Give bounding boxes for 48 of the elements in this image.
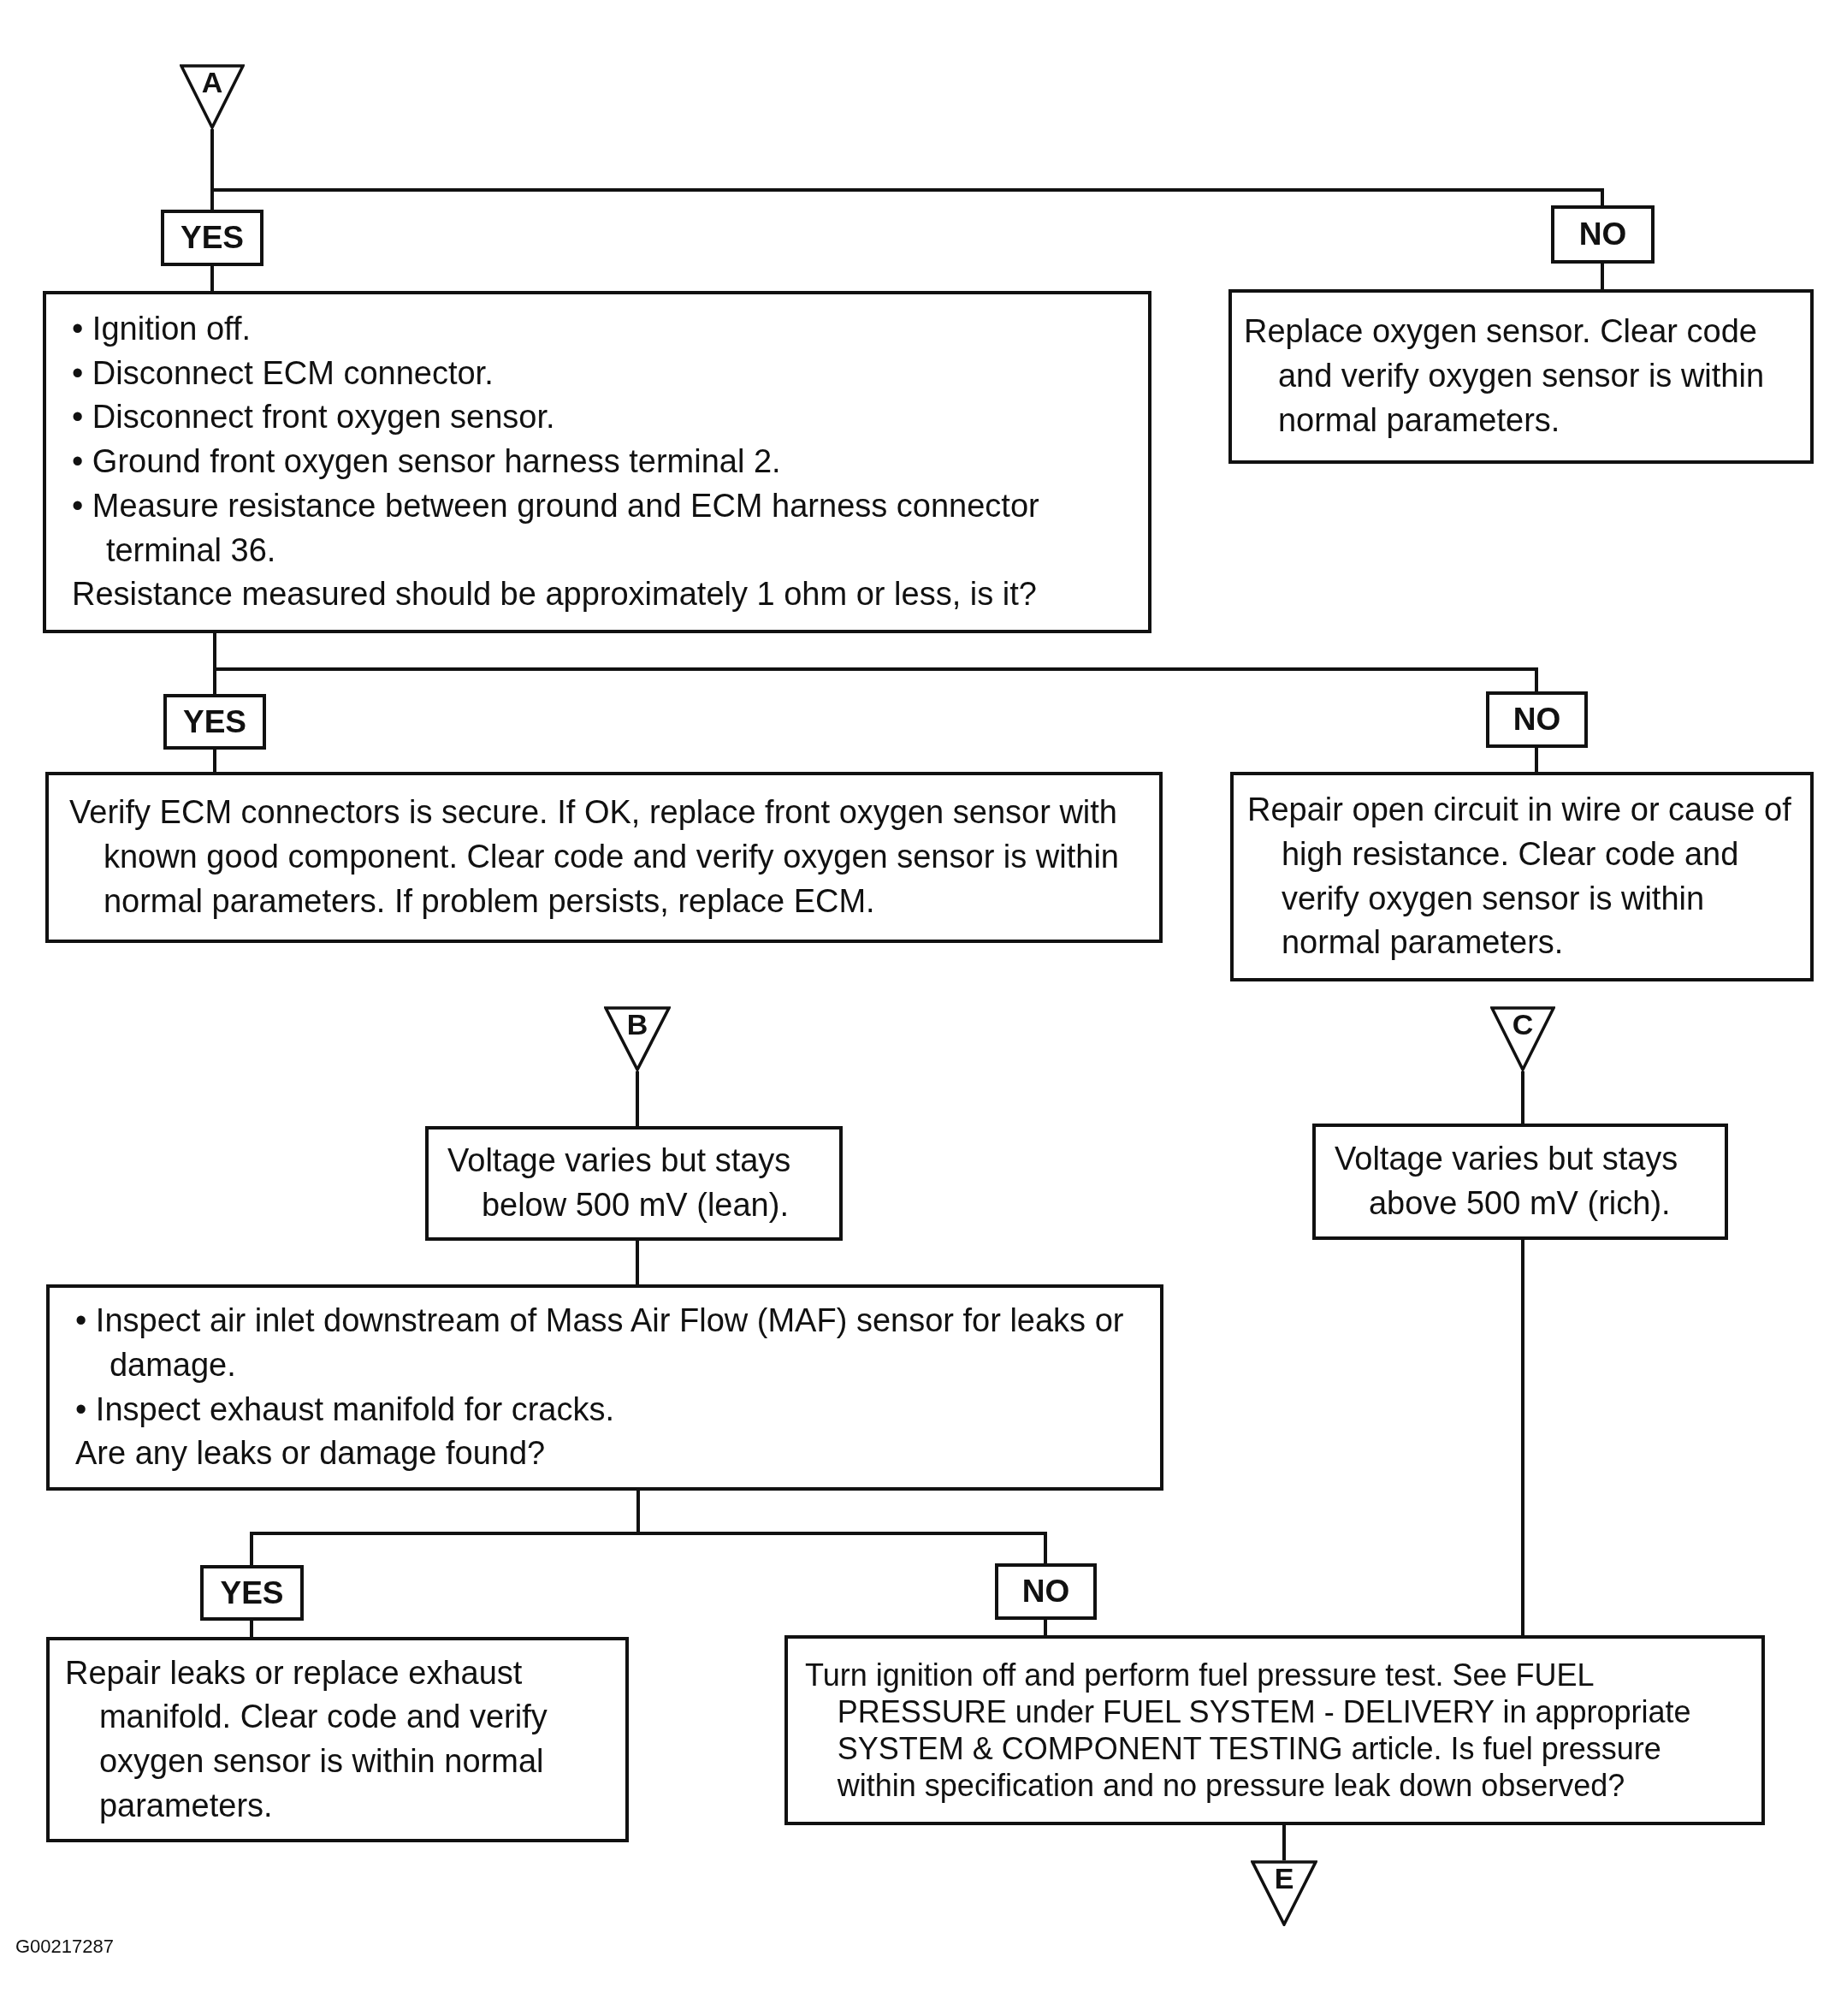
step-text: Turn ignition off and perform fuel pressure test. See FUEL PRESSURE under FUEL SYSTEM - DELIVERY in appropriate SYSTEM & COMPONENT TESTING article. Is fuel pressure within specification and no pressure leak down observed? (805, 1656, 1692, 1805)
answer-tag: NO (995, 1563, 1097, 1620)
figure-code: G00217287 (15, 1936, 114, 1958)
connector-line (250, 1621, 253, 1637)
step-box (1228, 289, 1814, 464)
step-box (784, 1635, 1765, 1825)
step-text: Repair leaks or replace exhaust manifold. Clear code and verify oxygen sensor is within normal parameters. (65, 1653, 548, 1825)
connector-line (213, 750, 216, 772)
answer-tag: YES (200, 1565, 304, 1621)
connector-line (1521, 1071, 1524, 1124)
step-text: Repair open circuit in wire or cause of high resistance. Clear code and verify oxygen sensor is within normal parameters. (1247, 791, 1792, 963)
answer-tag: NO (1486, 691, 1588, 748)
step-box (425, 1126, 843, 1241)
step-text: • Ground front oxygen sensor harness terminal 2. (72, 442, 782, 482)
step-text: Voltage varies but stays above 500 mV (rich). (1335, 1140, 1679, 1223)
step-text: Are any leaks or damage found? (75, 1434, 547, 1473)
step-box (45, 772, 1163, 943)
step-text: • Inspect exhaust manifold for cracks. (75, 1390, 616, 1429)
step-text: • Ignition off. (72, 310, 252, 349)
connector-line (636, 1241, 639, 1284)
connector-letter: B (626, 1010, 648, 1039)
connector-letter: A (201, 68, 223, 97)
connector-line (636, 1491, 1047, 1563)
connector-line (1535, 748, 1538, 772)
connector-line (1282, 1825, 1286, 1860)
answer-tag: YES (161, 210, 263, 266)
connector-line (636, 1071, 639, 1126)
step-text: Resistance measured should be approximately 1 ohm or less, is it? (72, 575, 1038, 614)
connector-letter: C (1512, 1010, 1534, 1039)
step-box (46, 1637, 629, 1842)
step-text: Voltage varies but stays below 500 mV (lean). (447, 1141, 792, 1224)
connector-line (1601, 264, 1604, 289)
step-box (1230, 772, 1814, 981)
step-box (46, 1284, 1163, 1491)
step-text: • Measure resistance between ground and ECM harness connector terminal 36. (72, 486, 1040, 570)
answer-tag: YES (163, 694, 266, 750)
step-box (43, 291, 1151, 633)
connector-line (210, 266, 214, 291)
step-text: Verify ECM connectors is secure. If OK, replace front oxygen sensor with known good component. Clear code and verify oxygen sensor is within normal parameters. If problem persists, replace ECM. (69, 793, 1120, 921)
step-text: • Inspect air inlet downstream of Mass Air Flow (MAF) sensor for leaks or damage. (75, 1302, 1125, 1385)
answer-tag: NO (1551, 205, 1655, 264)
step-text: • Disconnect front oxygen sensor. (72, 398, 556, 437)
connector-letter: E (1274, 1864, 1294, 1893)
step-text: Replace oxygen sensor. Clear code and verify oxygen sensor is within normal parameters. (1244, 312, 1766, 440)
step-text: • Disconnect ECM connector. (72, 353, 494, 393)
connector-line (1521, 1240, 1524, 1635)
connector-line (1044, 1620, 1047, 1635)
step-box (1312, 1124, 1728, 1240)
